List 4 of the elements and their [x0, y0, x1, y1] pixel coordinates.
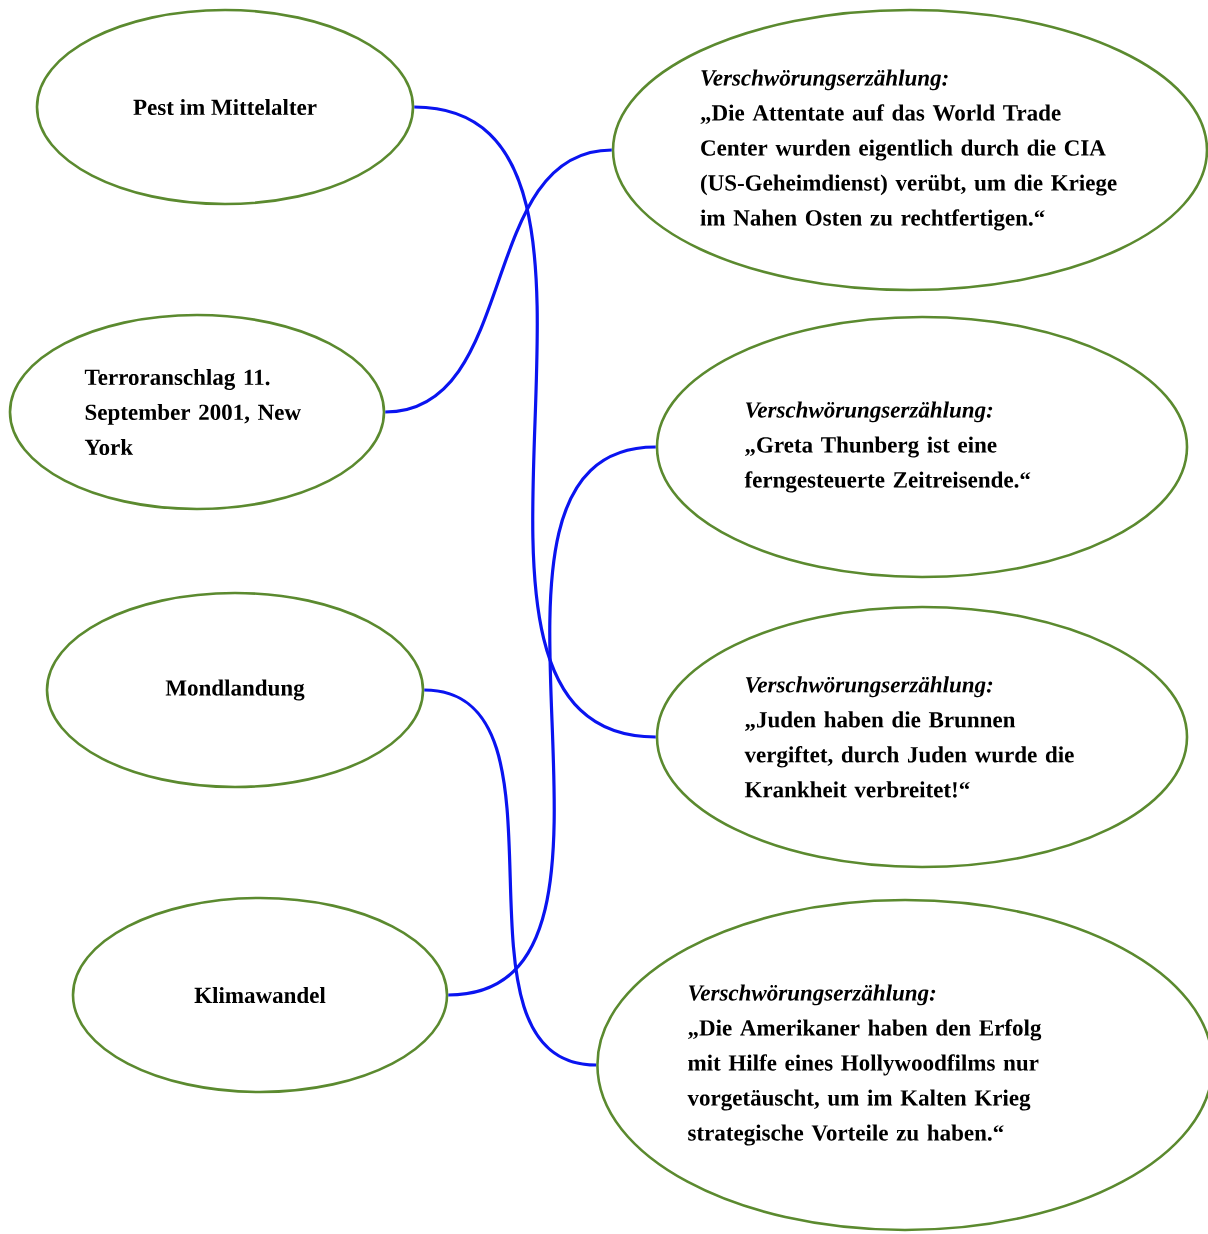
connector-line: [385, 148, 612, 414]
connector-line: [447, 445, 657, 997]
connector-line: [423, 688, 597, 1067]
connector-line: [413, 105, 657, 739]
